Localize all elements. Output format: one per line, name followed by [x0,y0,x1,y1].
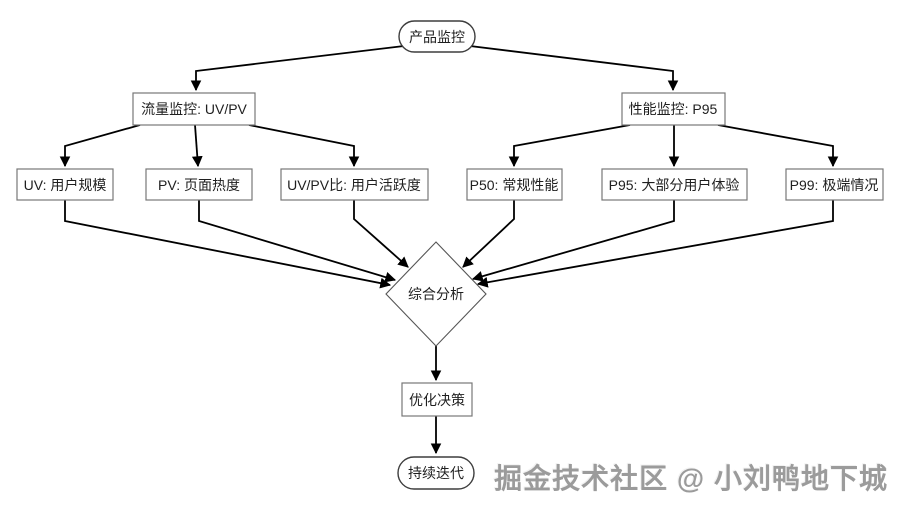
node-performance-shape [621,92,726,126]
node-iteration-shape [397,456,475,490]
node-decision-label: 优化决策 [409,392,465,408]
edge-p50-to-analysis [462,200,515,268]
node-decision-shape [401,382,473,417]
edge-traffic-to-uv [59,124,141,168]
edge-product-to-performance [469,45,679,92]
node-pv-label: PV: 页面热度 [158,177,240,193]
node-decision: 优化决策 [401,382,473,417]
node-traffic-shape [132,92,256,126]
node-uv-label: UV: 用户规模 [24,177,107,193]
node-uv: UV: 用户规模 [16,168,114,201]
node-traffic: 流量监控: UV/PV [132,92,256,126]
node-p99-label: P99: 极端情况 [790,177,879,193]
edge-performance-to-p99 [717,124,839,168]
watermark-text: 掘金技术社区 @ 小刘鸭地下城 [494,463,888,494]
node-product-label: 产品监控 [409,29,465,45]
edge-pv-to-analysis [198,200,397,283]
node-p99-shape [785,168,884,201]
node-p50-shape [466,168,563,201]
node-traffic-label: 流量监控: UV/PV [141,101,247,117]
node-p95-shape [601,168,748,201]
edge-p95-to-analysis [471,200,675,282]
node-p99: P99: 极端情况 [785,168,884,201]
edge-product-to-traffic [190,45,405,92]
edge-uv-to-analysis [64,200,392,289]
node-uvpv-ratio-shape [280,168,429,201]
node-uvpv-ratio-label: UV/PV比: 用户活跃度 [287,177,421,193]
node-uv-shape [16,168,114,201]
node-p50: P50: 常规性能 [466,168,563,201]
node-product-shape [398,20,476,53]
node-analysis-shape [385,241,487,347]
node-performance-label: 性能监控: P95 [629,101,718,117]
node-product: 产品监控 [398,20,476,53]
node-pv-shape [145,168,253,201]
edge-performance-to-p50 [508,124,631,168]
node-iteration: 持续迭代 [397,456,475,490]
node-uvpv-ratio: UV/PV比: 用户活跃度 [280,168,429,201]
node-performance: 性能监控: P95 [621,92,726,126]
edge-p99-to-analysis [476,200,834,288]
node-p95: P95: 大部分用户体验 [601,168,748,201]
node-p50-label: P50: 常规性能 [470,177,559,193]
edge-traffic-to-pv [191,124,203,168]
node-pv: PV: 页面热度 [145,168,253,201]
node-iteration-label: 持续迭代 [408,465,464,481]
edge-traffic-to-uvpv [248,124,360,168]
node-analysis-label: 综合分析 [408,286,464,302]
edge-uvpv-to-analysis [353,200,409,268]
node-p95-label: P95: 大部分用户体验 [609,177,740,193]
node-analysis: 综合分析 [385,241,487,347]
